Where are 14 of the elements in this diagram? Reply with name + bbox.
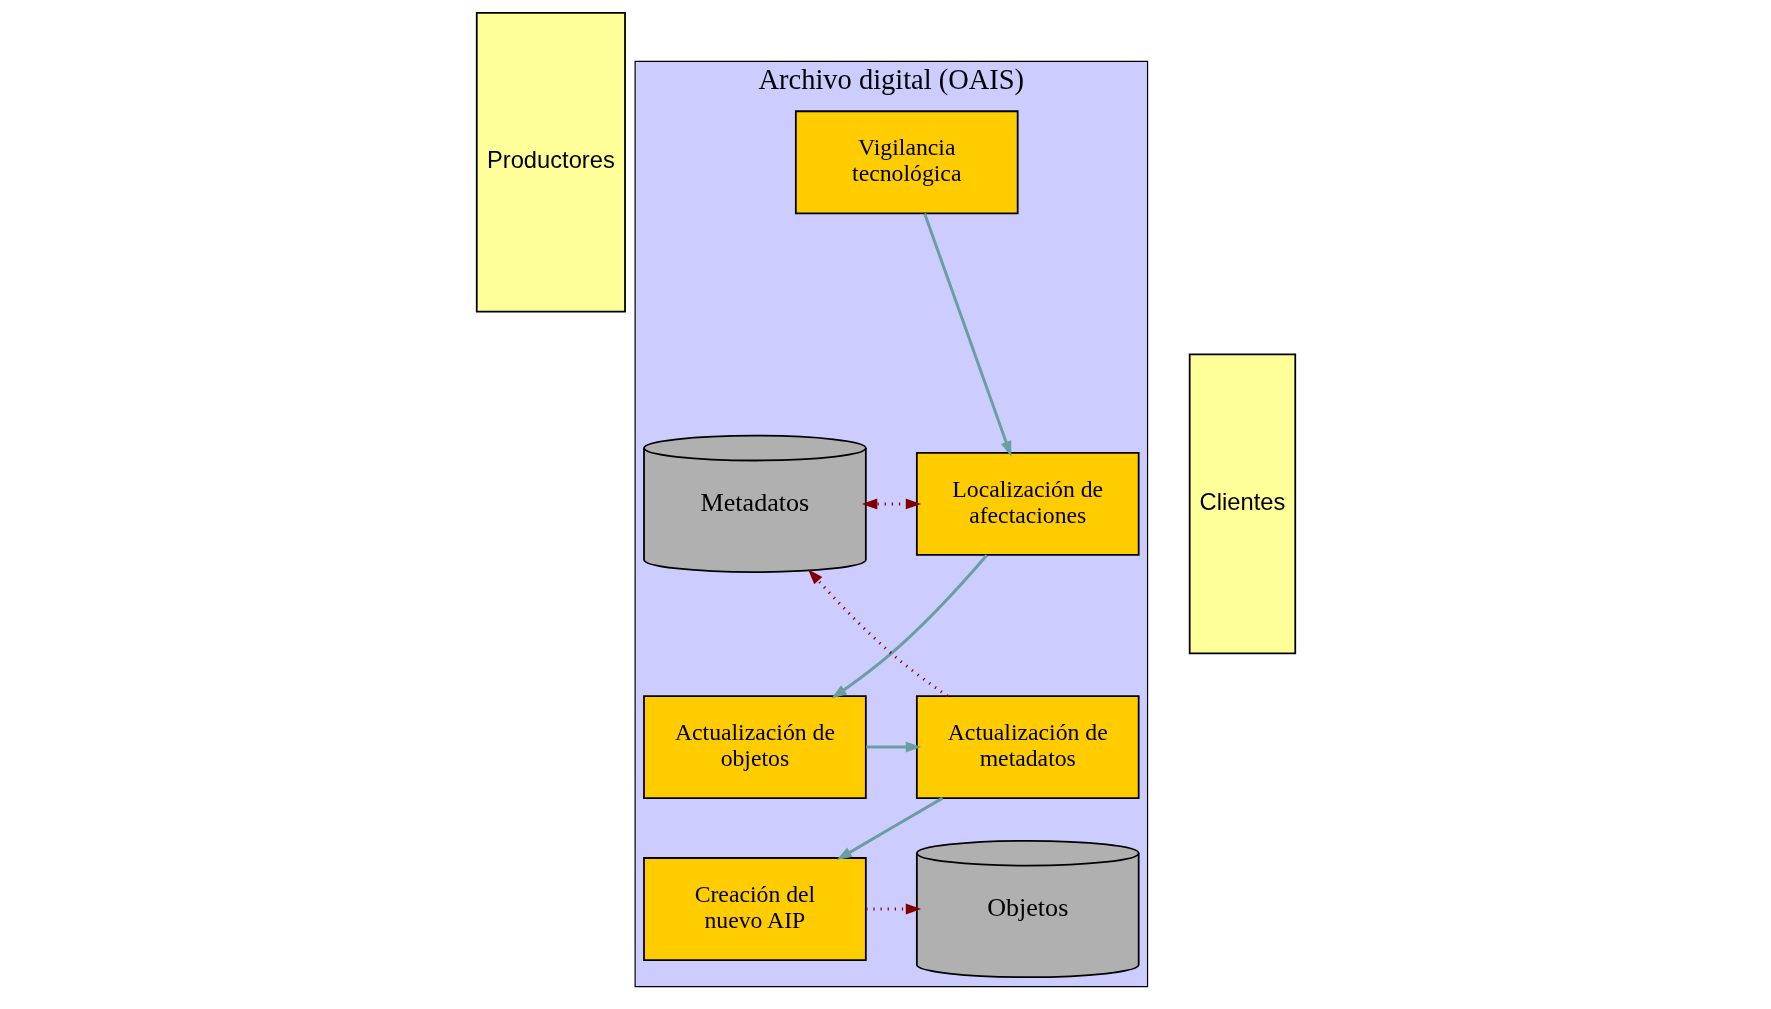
- node-box: Actualización de metadatos: [915, 695, 1140, 799]
- node-box: Productores: [475, 11, 626, 313]
- arrow: [865, 741, 921, 753]
- node-box: Actualización de objetos: [642, 695, 867, 799]
- node-box: Localización de afectaciones: [915, 452, 1140, 556]
- arrow: [807, 569, 948, 698]
- arrow: [861, 498, 921, 510]
- arrow: [865, 903, 921, 915]
- node-box: Clientes: [1188, 353, 1296, 655]
- node-box: Creación del nuevo AIP: [642, 857, 867, 961]
- node-box: Vigilancia tecnológica: [794, 110, 1019, 215]
- arrow: [836, 796, 943, 861]
- arrow: [830, 554, 988, 699]
- arrow: [922, 213, 1011, 457]
